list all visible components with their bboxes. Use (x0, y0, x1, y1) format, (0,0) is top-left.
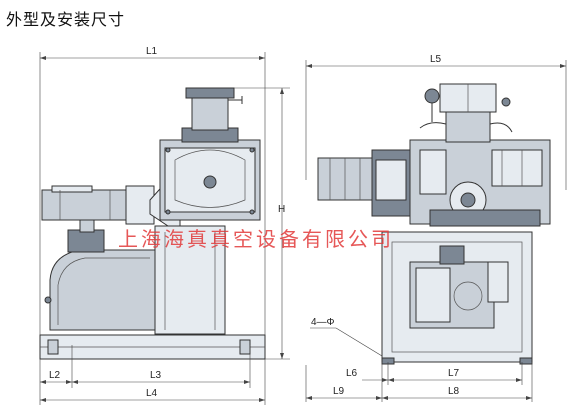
front-view: L5 4—Φ L6 L7 L9 L8 (305, 54, 567, 402)
dim-l2-label: L2 (49, 370, 61, 381)
dim-l5-label: L5 (430, 54, 442, 65)
inlet-valve (191, 95, 229, 131)
dim-l1-label: L1 (146, 46, 158, 57)
pump-inlet-flange (67, 229, 105, 253)
dim-l8-label: L8 (448, 386, 460, 397)
dim-h-label: H (278, 204, 285, 215)
dim-l6-label: L6 (346, 368, 358, 379)
pump-motor (41, 189, 129, 221)
company-watermark: 上海海真真空设备有限公司 (118, 227, 394, 251)
dim-l4-label: L4 (146, 388, 158, 399)
roots-support-stand (154, 225, 226, 335)
roots-motor (317, 157, 377, 201)
dim-holes-label: 4—Φ (311, 317, 335, 328)
side-view: L1 H L2 L3 L4 (39, 46, 290, 405)
dim-l9-label: L9 (333, 386, 345, 397)
dim-l3-label: L3 (150, 370, 162, 381)
page-title: 外型及安装尺寸 (6, 10, 126, 29)
dim-l7-label: L7 (448, 368, 460, 379)
